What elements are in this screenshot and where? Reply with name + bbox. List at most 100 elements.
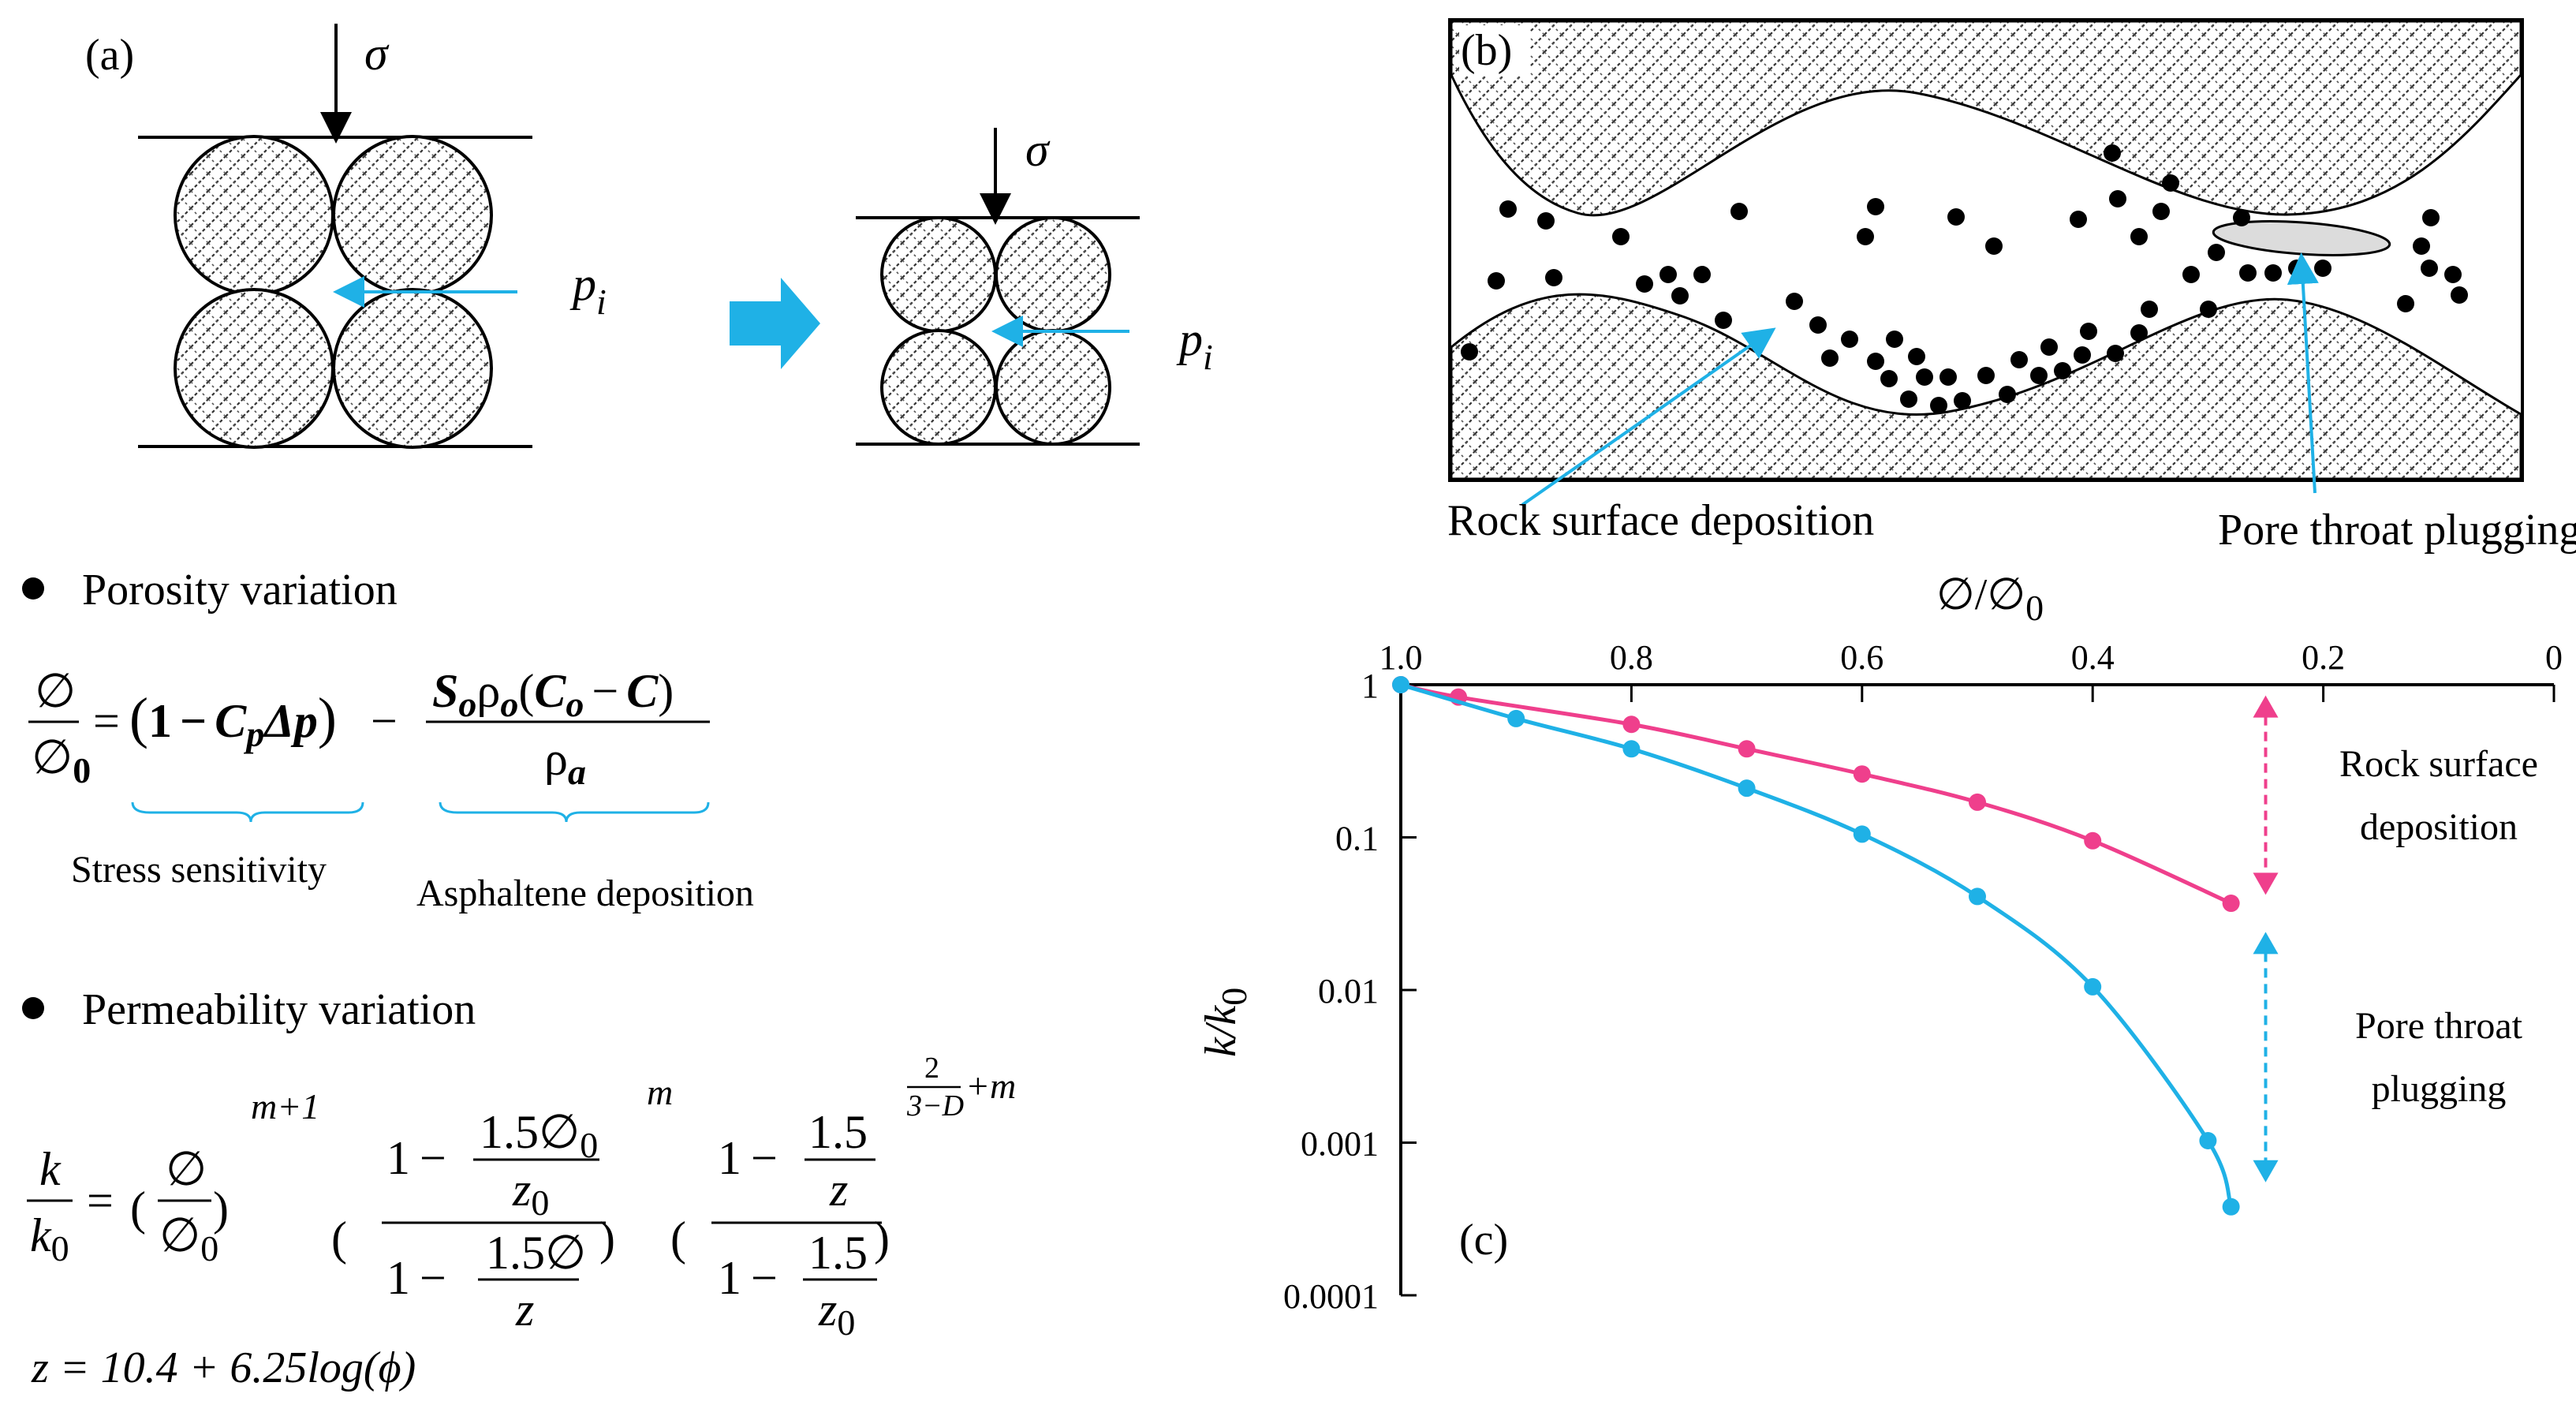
particle	[2162, 174, 2179, 192]
brace-asphaltene	[439, 801, 710, 823]
annotation-label: deposition	[2360, 806, 2518, 848]
particle	[2444, 266, 2462, 283]
paren: )	[599, 1212, 615, 1265]
series-point-1	[2084, 977, 2102, 996]
particle	[2074, 346, 2091, 364]
particle	[1985, 237, 2003, 255]
stress-term: (1−CpΔp)	[129, 686, 337, 754]
particle	[2451, 286, 2468, 304]
lhs-denominator: ∅0	[32, 731, 91, 790]
series-point-1	[1392, 676, 1409, 693]
minus-sign: −	[371, 695, 398, 747]
stress-symbol: σ	[364, 28, 390, 80]
particle	[1886, 331, 1903, 348]
term2-bot-frac-den: z	[515, 1283, 534, 1336]
series-point-0	[1738, 740, 1756, 758]
particle	[1693, 266, 1711, 283]
particle	[1999, 386, 2016, 403]
x-tick-label: 0.4	[2071, 638, 2115, 677]
annotation-label: plugging	[2372, 1068, 2507, 1110]
particle	[2080, 323, 2097, 340]
particle	[2030, 367, 2048, 384]
particle	[2200, 301, 2217, 318]
z-equation: z = 10.4 + 6.25log(ϕ)	[31, 1343, 416, 1392]
exponent-1: m+1	[251, 1086, 319, 1126]
y-tick-label: 0.001	[1301, 1125, 1379, 1164]
equals-sign: =	[93, 695, 120, 747]
exponent-3-num: 2	[924, 1052, 939, 1085]
k-denominator: k0	[30, 1209, 69, 1268]
plugging-callout-arrow	[2287, 252, 2319, 494]
grain	[880, 329, 997, 446]
particle	[2130, 324, 2148, 342]
lower-rock	[1450, 293, 2522, 480]
series-line-0	[1400, 682, 2232, 906]
particle	[2264, 264, 2282, 282]
particle	[1786, 293, 1803, 310]
pressure-symbol: pi	[569, 258, 607, 322]
lhs-numerator: ∅	[35, 665, 76, 717]
particle	[2054, 362, 2071, 379]
particle	[1821, 349, 1839, 367]
grain	[174, 288, 334, 449]
x-tick-label: 0.2	[2302, 638, 2345, 677]
particle	[1636, 275, 1653, 293]
term2-top-frac-den: z0	[512, 1164, 549, 1223]
x-tick-label: 1.0	[1379, 638, 1423, 677]
callout-deposition: Rock surface deposition	[1447, 496, 1874, 545]
grain	[880, 216, 997, 333]
particle	[2070, 211, 2087, 228]
term3-top-frac-den: z	[829, 1164, 848, 1216]
porosity-heading: Porosity variation	[82, 566, 398, 615]
particle	[1939, 368, 1957, 386]
term2-bottom: 1−	[386, 1252, 446, 1304]
particle	[2397, 295, 2414, 312]
annotation-arrowhead-down	[2253, 1160, 2279, 1182]
particle	[2182, 266, 2200, 283]
panel-a-label: (a)	[85, 31, 134, 80]
particle	[1671, 287, 1689, 304]
series-point-1	[2222, 1197, 2240, 1216]
particle	[1867, 353, 1884, 370]
particle	[1488, 272, 1505, 290]
particle	[1461, 343, 1478, 361]
x-tick-label: 0.8	[1610, 638, 1653, 677]
exponent-3-den: 3−D	[906, 1089, 964, 1123]
particle	[1880, 370, 1898, 387]
particle	[1659, 266, 1677, 283]
bullet	[22, 997, 44, 1019]
permeability-heading: Permeability variation	[82, 985, 476, 1034]
grain	[174, 135, 334, 296]
term2-top: 1−	[386, 1132, 446, 1184]
particle	[1900, 390, 1917, 408]
particle	[2040, 338, 2058, 356]
particle	[2413, 237, 2430, 255]
y-tick-label: 1	[1361, 667, 1379, 705]
particle	[1908, 348, 1925, 365]
deposition-denominator: ρa	[544, 733, 586, 792]
series-point-0	[2222, 895, 2240, 913]
term3-top: 1−	[718, 1132, 778, 1184]
grain	[995, 329, 1111, 446]
term2-top-frac-num: 1.5∅0	[480, 1106, 598, 1165]
term3-bottom: 1−	[718, 1252, 778, 1304]
particle	[1730, 203, 1748, 220]
phi-num: ∅	[166, 1143, 207, 1195]
series-point-1	[1622, 740, 1641, 758]
y-tick-label: 0.01	[1318, 972, 1379, 1011]
y-tick-label: 0.0001	[1283, 1277, 1379, 1316]
exponent-3-tail: +m	[965, 1066, 1016, 1106]
particle	[1499, 200, 1517, 218]
particle	[1841, 331, 1858, 348]
particle	[1916, 368, 1933, 386]
particle	[1612, 228, 1630, 245]
x-axis-title: ∅/∅0	[1936, 570, 2044, 628]
panel-b-label: (b)	[1461, 26, 1512, 75]
paren: (	[130, 1182, 146, 1235]
series-point-1	[2199, 1132, 2217, 1150]
brace-stress	[131, 801, 364, 823]
paren: (	[670, 1212, 686, 1265]
panel-c-label: (c)	[1459, 1216, 1508, 1265]
